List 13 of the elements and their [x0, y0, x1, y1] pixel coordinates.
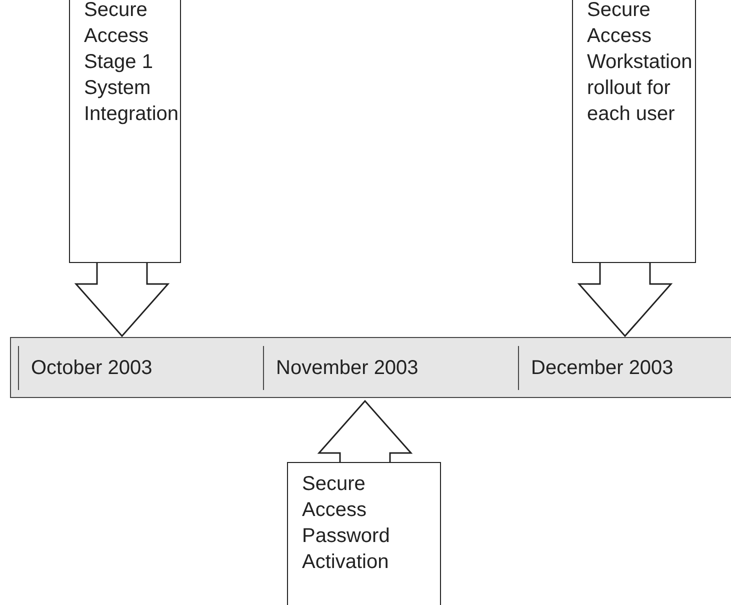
block-arrow — [577, 262, 673, 338]
callout-box — [69, 0, 181, 263]
callout-text: Secure Access Stage 1 System Integration — [84, 0, 180, 127]
month-segment: October 2003 — [18, 346, 258, 390]
block-arrow — [74, 262, 170, 338]
block-arrow — [317, 400, 413, 463]
callout-box — [572, 0, 696, 263]
month-segment: December 2003 — [518, 346, 731, 390]
callout-text: Secure Access Password Activation — [302, 472, 391, 575]
timeline-bar — [10, 337, 731, 398]
callout-box — [287, 462, 441, 605]
month-segment: November 2003 — [263, 346, 513, 390]
callout-text: Secure Access Workstation rollout for each user — [587, 0, 694, 127]
